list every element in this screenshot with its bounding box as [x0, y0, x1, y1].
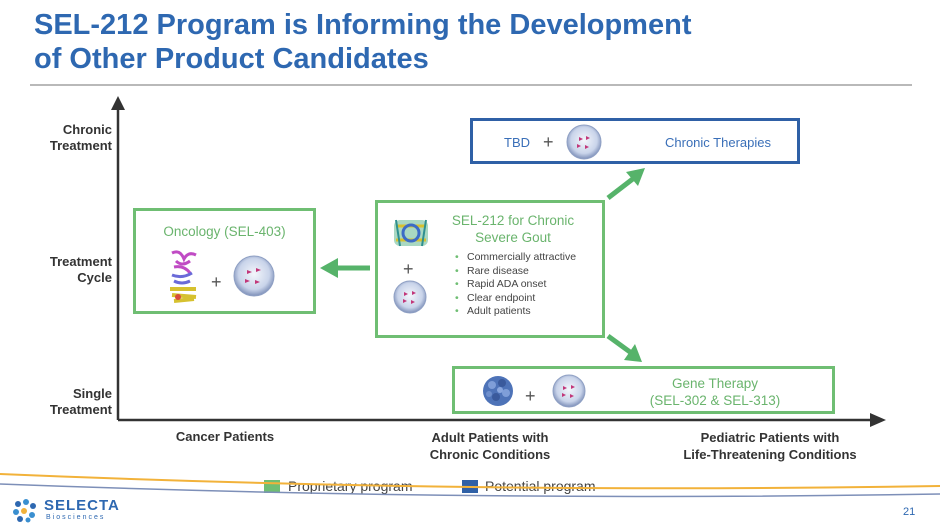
x-label-cancer: Cancer Patients: [175, 429, 275, 444]
title-divider: [30, 84, 912, 86]
title-line-2: of Other Product Candidates: [34, 43, 429, 75]
plus-sign: +: [525, 386, 536, 406]
plus-sign: +: [403, 259, 414, 279]
arrow-to-gene-therapy: [606, 333, 642, 362]
bullet-item: Clear endpoint: [455, 292, 585, 306]
logo-mark-icon: [13, 499, 36, 523]
chronic-therapies-label: Chronic Therapies: [665, 135, 771, 150]
gene-therapy-label: Gene Therapy (SEL-302 & SEL-313): [649, 376, 781, 408]
footer-swoosh: [0, 473, 940, 498]
oncology-box: Oncology (SEL-403) +: [133, 208, 316, 314]
tbd-label: TBD: [504, 135, 530, 150]
arrow-to-oncology: [320, 258, 370, 278]
company-logo: SELECTA Biosciences: [10, 494, 150, 526]
y-label-chronic: Chronic Treatment: [49, 122, 112, 153]
x-label-pediatric: Pediatric Patients with Life-Threatening…: [683, 430, 857, 462]
bullet-item: Adult patients: [455, 305, 585, 319]
title-line-1: SEL-212 Program is Informing the Develop…: [34, 9, 692, 41]
oncology-label: Oncology (SEL-403): [163, 224, 286, 239]
bullet-item: Commercially attractive: [455, 251, 585, 265]
chronic-therapies-box: TBD + Chronic Therapies: [470, 118, 800, 164]
enzyme-structure-icon: [394, 219, 428, 247]
x-label-adult: Adult Patients with Chronic Conditions: [429, 430, 551, 462]
virus-icon: [483, 376, 513, 406]
plus-sign: +: [211, 272, 222, 292]
y-label-cycle: Treatment Cycle: [49, 254, 112, 285]
bullet-item: Rapid ADA onset: [455, 278, 585, 292]
legend-label-potential: Potential program: [485, 478, 596, 494]
gene-therapy-box: + Gene Therapy (SEL-302 & SEL-313): [452, 366, 835, 414]
plus-sign: +: [543, 132, 554, 152]
nanoparticle-icon: [552, 374, 586, 408]
antibody-structure-icon: [170, 250, 197, 303]
bullet-item: Rare disease: [455, 265, 585, 279]
x-axis-arrowhead: [870, 413, 886, 427]
nanoparticle-icon: [233, 255, 275, 297]
y-axis-arrowhead: [111, 96, 125, 110]
page-number: 21: [903, 506, 916, 518]
logo-subtext: Biosciences: [46, 514, 106, 521]
gout-title: SEL-212 for Chronic Severe Gout: [451, 213, 575, 245]
page-title: SEL-212 Program is Informing the Develop…: [34, 8, 904, 76]
nanoparticle-icon: [393, 280, 427, 314]
nanoparticle-icon: [566, 124, 602, 160]
logo-wordmark: SELECTA: [44, 497, 120, 514]
arrow-to-chronic: [606, 168, 645, 200]
y-label-single: Single Treatment: [49, 386, 112, 417]
sel212-gout-box: SEL-212 for Chronic Severe Gout + Commer…: [375, 200, 605, 338]
gout-bullet-list: Commercially attractive Rare disease Rap…: [455, 251, 585, 319]
